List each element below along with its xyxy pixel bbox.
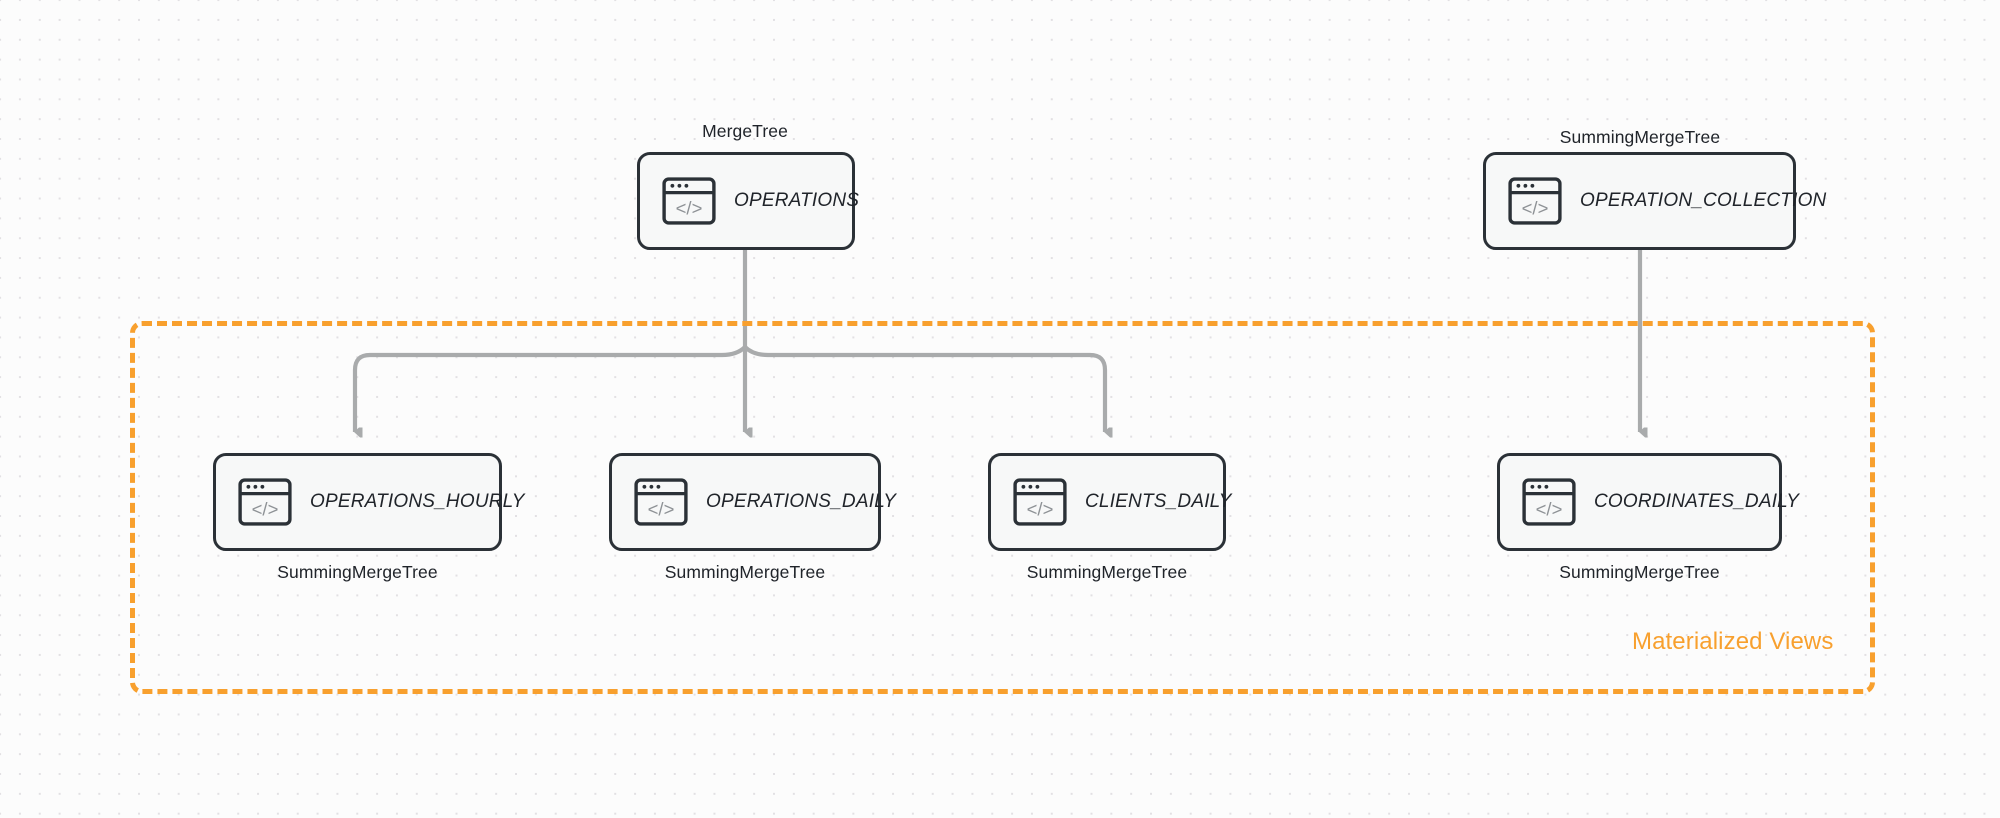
node-title-clients-daily: CLIENTS_DAILY [1085, 491, 1232, 512]
code-window-icon: </> [1522, 478, 1576, 526]
node-title-coordinates-daily: COORDINATES_DAILY [1594, 491, 1800, 512]
svg-text:</>: </> [252, 498, 279, 519]
materialized-views-group-label: Materialized Views [1632, 628, 1834, 655]
node-operations-daily[interactable]: </> OPERATIONS_DAILY [609, 453, 896, 551]
code-window-icon: </> [634, 478, 688, 526]
node-operations[interactable]: </> OPERATIONS [637, 152, 859, 250]
node-clients-daily[interactable]: </> CLIENTS_DAILY [988, 453, 1231, 551]
code-window-icon: </> [238, 478, 292, 526]
node-title-operations-hourly: OPERATIONS_HOURLY [310, 491, 525, 512]
svg-text:</>: </> [1522, 197, 1549, 218]
engine-label-operations: MergeTree [702, 121, 788, 141]
node-operations-hourly[interactable]: </> OPERATIONS_HOURLY [213, 453, 524, 551]
node-title-operation-collection: OPERATION_COLLECTION [1580, 190, 1827, 211]
svg-text:</>: </> [1536, 498, 1563, 519]
node-operation-collection[interactable]: </> OPERATION_COLLECTION [1483, 152, 1826, 250]
code-window-icon: </> [1508, 177, 1562, 225]
code-window-icon: </> [1013, 478, 1067, 526]
materialized-views-group [130, 321, 1875, 694]
node-title-operations-daily: OPERATIONS_DAILY [706, 491, 897, 512]
engine-label-operation-collection: SummingMergeTree [1559, 127, 1721, 147]
engine-label-coordinates-daily: SummingMergeTree [1559, 562, 1720, 582]
svg-text:</>: </> [676, 197, 703, 218]
engine-label-operations-hourly: SummingMergeTree [277, 562, 438, 582]
engine-label-operations-daily: SummingMergeTree [664, 562, 826, 582]
node-title-operations: OPERATIONS [734, 190, 860, 211]
engine-label-clients-daily: SummingMergeTree [1026, 562, 1188, 582]
code-window-icon: </> [662, 177, 716, 225]
node-coordinates-daily[interactable]: </> COORDINATES_DAILY [1497, 453, 1799, 551]
svg-text:</>: </> [648, 498, 675, 519]
svg-text:</>: </> [1027, 498, 1054, 519]
